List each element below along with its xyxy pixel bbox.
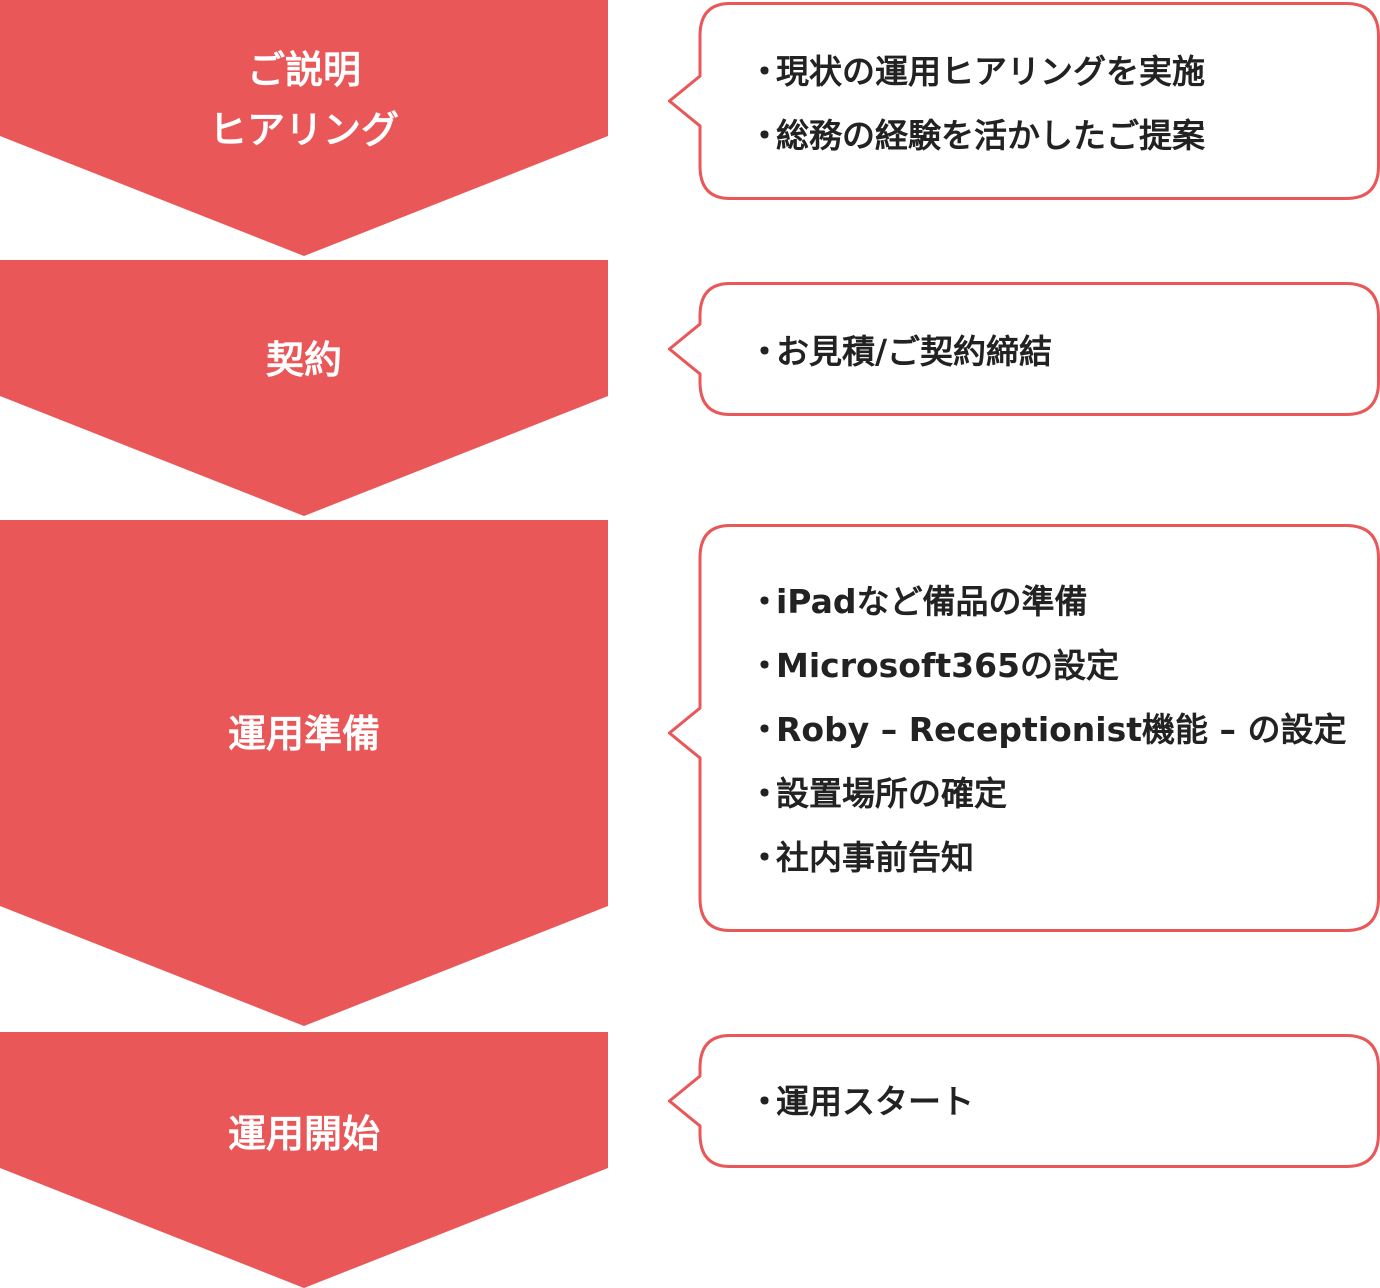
bullet-dot: ・ [748,582,781,621]
step-3-chevron: 運用準備 [0,520,608,1026]
step-3-label-line-1: 運用準備 [227,712,380,756]
step-4-chevron-shape [0,1032,608,1288]
step-3-chevron-polygon [0,520,608,1026]
step-1-bubble-shape [668,2,1380,200]
step-3-detail-bubble: ・iPadなど備品の準備 ・Microsoft365の設定 ・Roby – Re… [668,524,1380,932]
step-1-chevron: ご説明 ヒアリング [0,0,608,256]
list-item-text: 社内事前告知 [776,838,974,877]
list-item: ・Microsoft365の設定 [748,634,1347,698]
step-2-detail-list: ・お見積/ご契約締結 [748,320,1052,384]
step-3-bubble-shape [668,524,1380,932]
list-item: ・Roby – Receptionist機能 – の設定 [748,698,1347,762]
list-item: ・社内事前告知 [748,826,1347,890]
bullet-dot: ・ [748,710,781,749]
step-4-chevron: 運用開始 [0,1032,608,1288]
list-item-text: 総務の経験を活かしたご提案 [776,116,1205,155]
list-item: ・お見積/ご契約締結 [748,320,1052,384]
step-2-detail-bubble: ・お見積/ご契約締結 [668,282,1380,416]
step-1-label-line-1: ご説明 [246,48,361,92]
step-1-detail-list: ・現状の運用ヒアリングを実施 ・総務の経験を活かしたご提案 [748,40,1205,168]
step-1-label-line-2: ヒアリング [208,108,399,152]
list-item: ・現状の運用ヒアリングを実施 [748,40,1205,104]
bullet-dot: ・ [748,774,781,813]
step-4-label-line-1: 運用開始 [227,1112,380,1156]
step-1-chevron-polygon [0,0,608,256]
list-item: ・iPadなど備品の準備 [748,570,1347,634]
list-item: ・設置場所の確定 [748,762,1347,826]
step-4-detail-bubble: ・運用スタート [668,1034,1380,1168]
step-1-detail-bubble: ・現状の運用ヒアリングを実施 ・総務の経験を活かしたご提案 [668,2,1380,200]
list-item: ・総務の経験を活かしたご提案 [748,104,1205,168]
list-item: ・運用スタート [748,1070,974,1134]
bullet-dot: ・ [748,646,781,685]
list-item-text: 運用スタート [776,1082,974,1121]
bullet-dot: ・ [748,838,781,877]
list-item-text: お見積/ご契約締結 [776,332,1053,371]
step-4-bubble-shape [668,1034,1380,1168]
bullet-dot: ・ [748,116,781,155]
bullet-dot: ・ [748,52,781,91]
step-2-bubble-shape [668,282,1380,416]
step-2-label-line-1: 契約 [265,338,342,382]
list-item-text: iPadなど備品の準備 [776,582,1088,621]
list-item-text: Roby – Receptionist機能 – の設定 [776,710,1347,749]
list-item-text: 設置場所の確定 [776,774,1007,813]
step-2-chevron: 契約 [0,260,608,516]
list-item-text: 現状の運用ヒアリングを実施 [776,52,1205,91]
bullet-dot: ・ [748,332,781,371]
step-4-chevron-polygon [0,1032,608,1288]
list-item-text: Microsoft365の設定 [776,646,1119,685]
step-2-chevron-polygon [0,260,608,516]
step-2-chevron-shape [0,260,608,516]
step-3-detail-list: ・iPadなど備品の準備 ・Microsoft365の設定 ・Roby – Re… [748,570,1347,890]
step-3-chevron-shape [0,520,608,1026]
step-1-chevron-shape [0,0,608,256]
step-4-detail-list: ・運用スタート [748,1070,974,1134]
bullet-dot: ・ [748,1082,781,1121]
